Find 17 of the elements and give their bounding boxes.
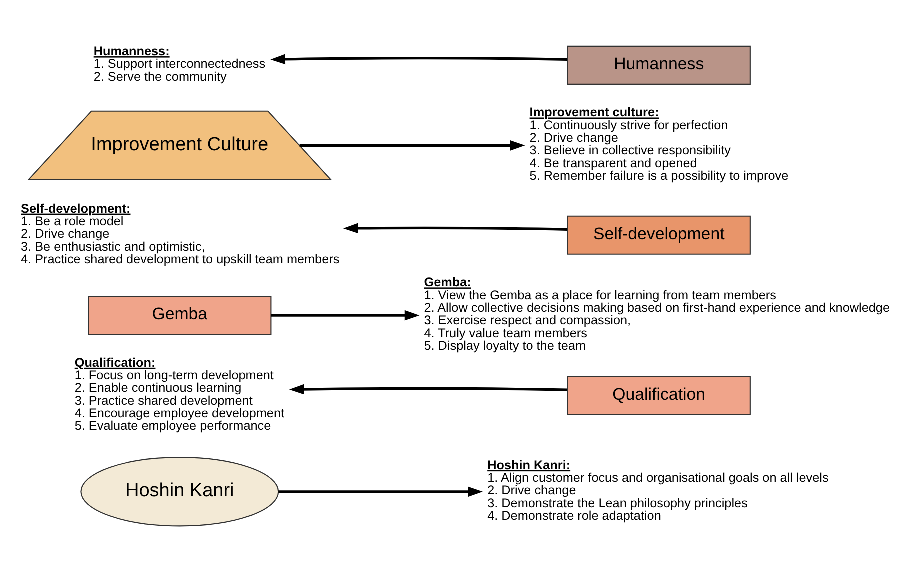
node-text: Improvement culture: 1. Continuously strive for perfection 2. Drive change 3. Believe in collective responsibility 4. Be transparent and opened 5. Remember failure is a possibility to improve (530, 106, 789, 184)
node-box: Self-development (567, 216, 751, 255)
node-box: Gemba (88, 296, 272, 336)
node-text: Gemba: 1. View the Gemba as a place for learning from team members 2. Allow collective decisions making based on first-hand experience and knowledge 3. Exercise respect and compassion, 4. Truly value team members 5. Display loyalty to the team (424, 276, 890, 354)
arrow (300, 140, 526, 151)
arrow (289, 384, 568, 395)
node-text: Humanness: 1. Support interconnectedness 2. Serve the community (94, 44, 266, 84)
arrow (270, 54, 568, 65)
node-text: Self-development: 1. Be a role model 2. Drive change 3. Be enthusiastic and optimistic, 4. Practice shared development to upskill team members (21, 202, 340, 266)
node-text: Hoshin Kanri: 1. Align customer focus and organisational goals on all levels 2. Drive change 3. Demonstrate the Lean philosophy principles 4. Demonstrate role adaptation (488, 458, 829, 523)
node-ellipse: Hoshin Kanri (80, 457, 280, 527)
arrow (271, 310, 420, 321)
arrow (343, 223, 568, 234)
arrow (278, 486, 483, 498)
node-text: Qualification: 1. Focus on long-term development 2. Enable continuous learning 3. Practice shared development 4. Encourage employee development 5. Evaluate employee performance (74, 356, 285, 434)
node-box: Humanness (567, 46, 751, 85)
node-box: Qualification (567, 376, 751, 416)
